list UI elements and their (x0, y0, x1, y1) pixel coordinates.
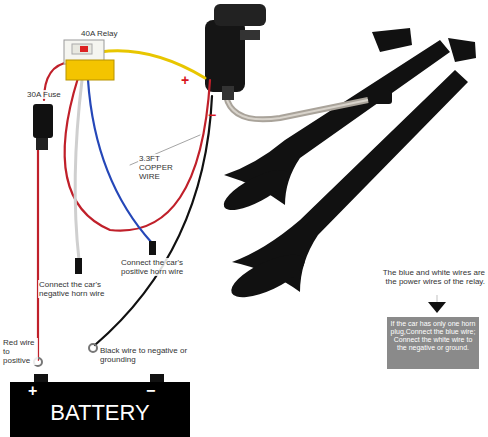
plug (75, 258, 82, 274)
terminal-sign: + (28, 382, 37, 400)
wire-label: Connect the car's positive horn wire (120, 258, 207, 276)
polarity-sign: − (207, 108, 217, 122)
wire-label: Black wire to negative or grounding (99, 346, 196, 364)
note-text: If the car has only one horn plug,Connec… (390, 320, 476, 352)
wire-label: Connect the car's negative horn wire (38, 280, 120, 298)
battery-terminal (34, 374, 48, 382)
part-label: 30A Fuse (26, 90, 62, 99)
black-wire (95, 96, 212, 345)
yellow-wire (100, 51, 205, 78)
leader-line (437, 295, 438, 302)
battery-box: + −BATTERY (10, 382, 190, 437)
battery-label: BATTERY (10, 400, 190, 425)
part-label: 40A Relay (80, 29, 118, 38)
note-box: If the car has only one horn plug,Connec… (387, 317, 479, 369)
pointer-triangle (428, 302, 446, 313)
trumpet (219, 28, 476, 306)
wire-label: 3.3FT COPPER WIRE (138, 154, 186, 181)
red-wire (37, 150, 39, 360)
red-wire (65, 78, 210, 231)
battery-terminal (150, 374, 164, 382)
note-label: The blue and white wires are the power w… (380, 268, 486, 286)
plug (149, 241, 156, 255)
air-tube (226, 96, 368, 119)
ring-terminal (89, 344, 97, 352)
fuse-holder (33, 104, 53, 150)
relay (64, 40, 114, 80)
terminal-sign: − (146, 382, 155, 400)
wire-label: Red wire to positive (2, 338, 38, 365)
air-tube-shine (226, 96, 368, 119)
compressor (205, 4, 266, 100)
white-wire (75, 80, 82, 260)
polarity-sign: + (180, 73, 190, 87)
